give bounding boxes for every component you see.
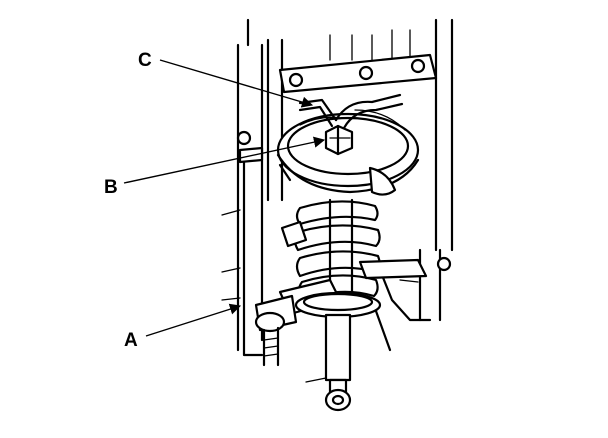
leader-c: [159, 59, 314, 108]
upper-bridge-plate: [278, 53, 438, 94]
callout-a-label: A: [124, 330, 138, 351]
damper-body: [305, 313, 352, 412]
damper-locknut: [324, 124, 354, 156]
callout-c-label: C: [138, 50, 152, 71]
press-frame: [221, 18, 454, 357]
leader-a: [145, 303, 242, 337]
callout-leaders: [123, 59, 326, 337]
lower-spring-seat: [294, 291, 382, 319]
callout-b-label: B: [104, 177, 118, 198]
socket-wrench: [298, 93, 404, 130]
leader-b: [123, 136, 326, 184]
